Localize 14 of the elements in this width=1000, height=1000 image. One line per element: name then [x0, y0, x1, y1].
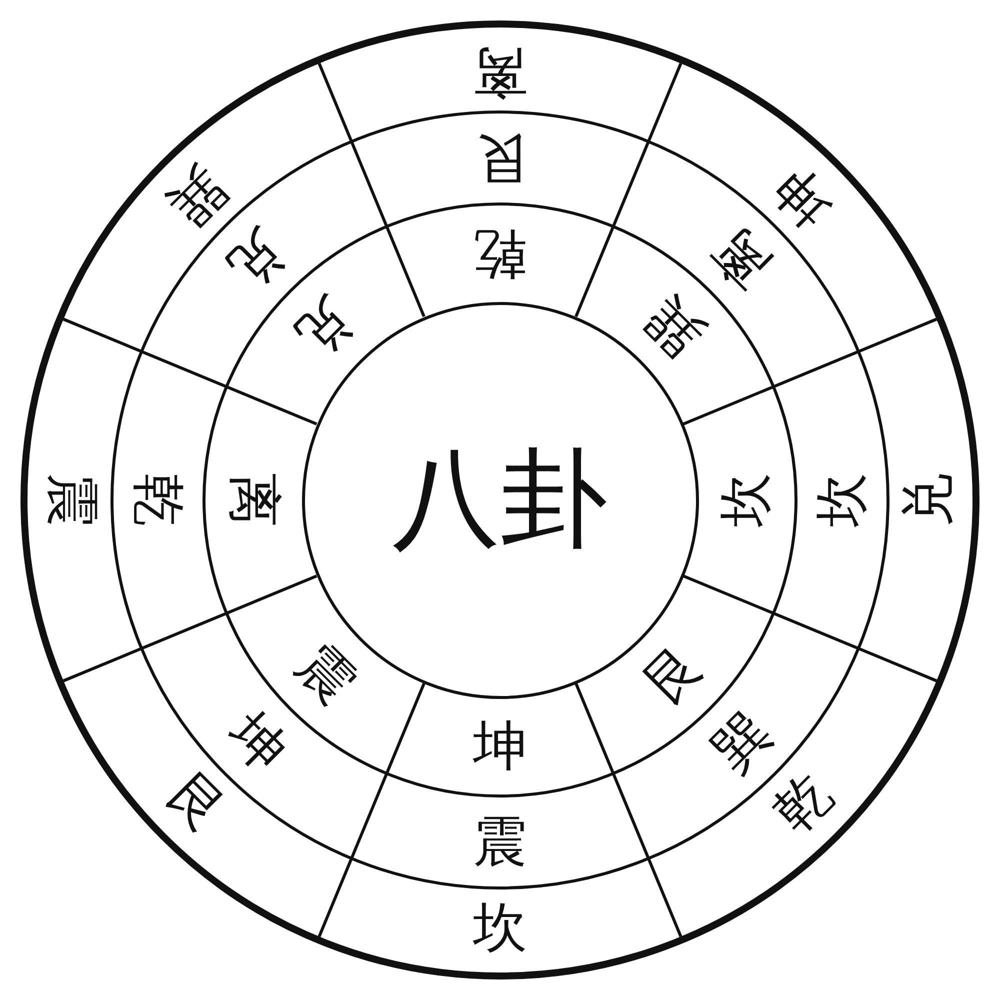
trigram-name: 震	[473, 815, 527, 869]
trigram-name: 乾	[131, 473, 185, 527]
trigram-name: 震	[45, 473, 99, 527]
center-title: 八卦	[392, 446, 608, 554]
trigram-name: 兑	[288, 288, 364, 364]
trigram-name: 离	[227, 473, 281, 527]
trigram-name: 离	[473, 45, 527, 99]
trigram-name: 坎	[719, 473, 773, 527]
trigram-name: 兑	[901, 473, 955, 527]
trigram-name: 坎	[473, 901, 527, 955]
trigram-name: 坤	[473, 719, 527, 773]
trigram-name: 艮	[473, 131, 527, 185]
trigram-name: 乾	[473, 227, 527, 281]
trigram-name: 坎	[815, 473, 869, 527]
